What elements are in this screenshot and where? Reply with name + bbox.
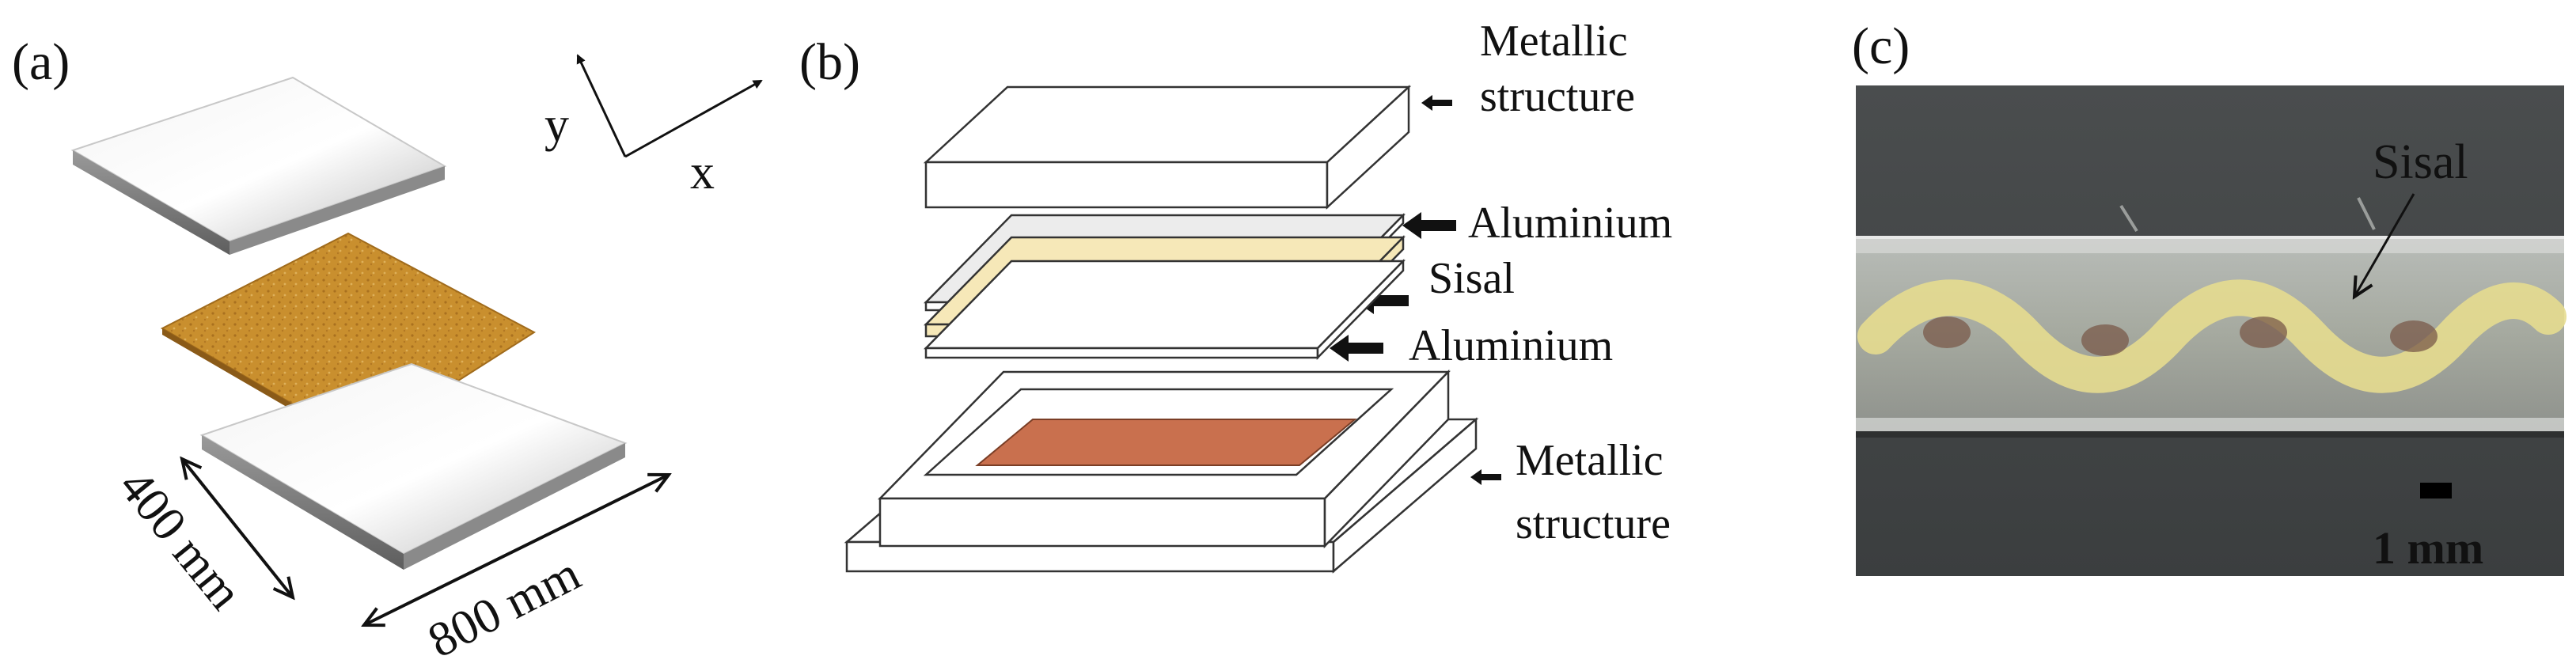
top-structure-line1: Metallic — [1480, 17, 1628, 66]
panel-a: (a) y x 400 mm 800 mm — [12, 33, 763, 669]
axis-x-label: x — [690, 146, 715, 199]
sisal-pointer-arrow — [2354, 193, 2415, 297]
aluminium-top-arrow-icon — [1402, 212, 1456, 239]
panel-b-label: (b) — [799, 33, 860, 91]
panel-c: (c) Sisal 1 mm — [1852, 17, 2567, 576]
sisal-photo-label: Sisal — [2373, 135, 2468, 189]
scale-bar-label: 1 mm — [2373, 522, 2483, 574]
bottom-structure-line2: structure — [1516, 499, 1671, 548]
metallic-plate-top — [923, 85, 1412, 210]
sisal-label: Sisal — [1428, 254, 1515, 303]
scale-bar — [2420, 483, 2452, 499]
panel-b: (b) Metallic structure Aluminium Sisal — [799, 17, 1672, 574]
width-dimension-arrow — [182, 459, 293, 597]
width-dimension-label: 400 mm — [108, 460, 252, 620]
aluminium-sheet-top — [70, 76, 447, 255]
sisal-fiber-wave — [1857, 279, 2567, 393]
top-structure-arrow-icon — [1421, 95, 1452, 111]
panel-a-label: (a) — [12, 33, 70, 91]
aluminium-layer-bottom — [924, 258, 1406, 361]
bottom-structure-arrow-icon — [1470, 469, 1501, 485]
aluminium-bottom-label: Aluminium — [1409, 321, 1613, 370]
panel-c-label: (c) — [1852, 17, 1910, 75]
length-dimension-arrow — [364, 475, 669, 625]
aluminium-bottom-arrow-icon — [1330, 335, 1383, 362]
top-structure-line2: structure — [1480, 72, 1635, 121]
aluminium-sheet-bottom — [199, 362, 628, 570]
bottom-structure-line1: Metallic — [1516, 436, 1664, 485]
axis-y-label: y — [544, 98, 569, 152]
mold-cavity — [975, 419, 1357, 466]
length-dimension-label: 800 mm — [419, 547, 588, 669]
aluminium-top-label: Aluminium — [1468, 199, 1672, 248]
axes-icon: y x — [544, 54, 763, 199]
